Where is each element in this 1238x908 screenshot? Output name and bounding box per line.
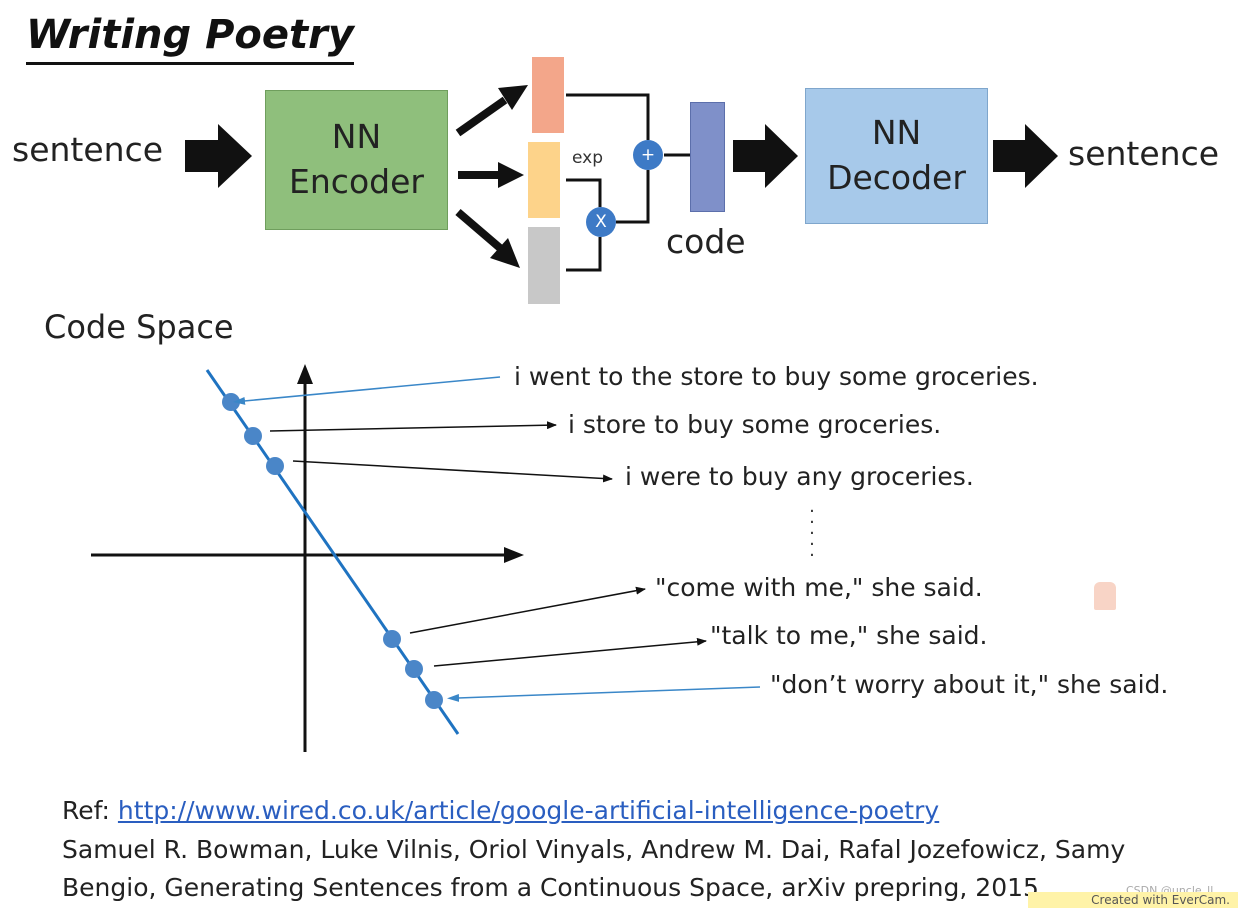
- sentence-5: "talk to me," she said.: [710, 621, 988, 650]
- latent-interpolation-line: [205, 369, 460, 735]
- encoder-line2: Encoder: [289, 162, 424, 201]
- reference-prefix: Ref:: [62, 796, 118, 825]
- output-sentence-label: sentence: [1068, 134, 1220, 173]
- code-to-decoder-arrow: [733, 124, 798, 188]
- annotation-arrows: [233, 376, 761, 702]
- input-arrow: [185, 124, 252, 188]
- output-arrow: [993, 124, 1058, 188]
- sentence-2: i store to buy some groceries.: [568, 410, 942, 439]
- point-6: [425, 691, 443, 709]
- code-space-title: Code Space: [44, 308, 234, 346]
- decoder-line2: Decoder: [827, 158, 966, 197]
- point-3: [266, 457, 284, 475]
- nn-encoder-box: NN Encoder: [265, 90, 448, 230]
- point-2: [244, 427, 262, 445]
- sigma-vector: [528, 142, 560, 218]
- multiply-operator: X: [586, 207, 616, 237]
- decorative-blob: [1094, 582, 1116, 610]
- mean-vector: [532, 57, 564, 133]
- point-1: [222, 393, 240, 411]
- reference-line-1: Ref: http://www.wired.co.uk/article/goog…: [62, 796, 939, 825]
- arrow-sentence-3: [292, 460, 613, 483]
- code-space-axes: [91, 364, 524, 752]
- arrow-sentence-5: [433, 637, 707, 667]
- decoder-line1: NN: [871, 113, 922, 153]
- encoder-fanout-arrows: [455, 85, 528, 268]
- code-label: code: [666, 222, 746, 261]
- latent-points: [222, 393, 443, 709]
- arrow-to-point-1: [233, 376, 501, 405]
- arrow-sentence-4: [409, 586, 646, 634]
- plus-operator: +: [633, 140, 663, 170]
- reference-line-2: Samuel R. Bowman, Luke Vilnis, Oriol Vin…: [62, 835, 1126, 864]
- sentence-1: i went to the store to buy some grocerie…: [514, 362, 1039, 391]
- nn-decoder-box: NN Decoder: [805, 88, 988, 224]
- sentence-6: "don’t worry about it," she said.: [770, 670, 1169, 699]
- encoder-line1: NN: [331, 117, 382, 157]
- point-5: [405, 660, 423, 678]
- reference-link[interactable]: http://www.wired.co.uk/article/google-ar…: [117, 796, 940, 825]
- noise-vector: [528, 227, 560, 304]
- arrow-sentence-2: [269, 421, 557, 432]
- sentence-3: i were to buy any groceries.: [625, 462, 974, 491]
- evercam-watermark: Created with EverCam.: [1028, 892, 1238, 908]
- point-4: [383, 630, 401, 648]
- sampling-wires: [566, 93, 690, 272]
- slide-title: Writing Poetry: [26, 10, 354, 65]
- reference-line-3: Bengio, Generating Sentences from a Cont…: [62, 873, 1039, 902]
- sentence-4: "come with me," she said.: [655, 573, 983, 602]
- exp-label: exp: [572, 148, 604, 168]
- code-vector: [690, 102, 725, 212]
- ellipsis-vertical: ·····: [809, 501, 815, 566]
- arrow-to-point-6: [447, 686, 761, 702]
- input-sentence-label: sentence: [12, 130, 164, 169]
